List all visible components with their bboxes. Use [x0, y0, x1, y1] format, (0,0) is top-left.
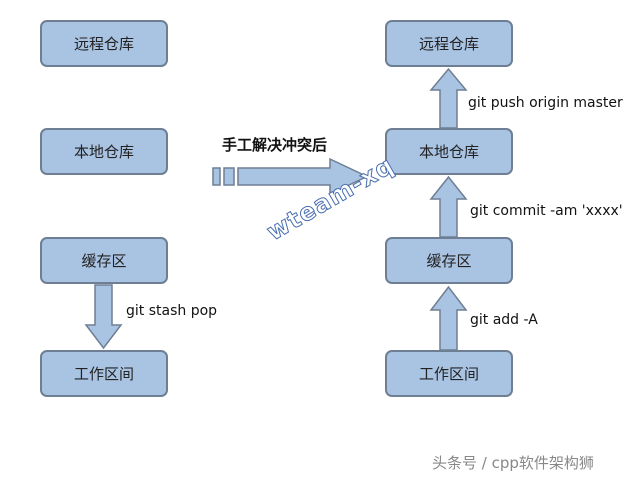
left-workspace-box: 工作区间 — [40, 350, 168, 397]
push-label: git push origin master — [468, 95, 623, 111]
right-remote-repo-box: 远程仓库 — [385, 20, 513, 67]
commit-label: git commit -am 'xxxx' — [470, 203, 623, 219]
arrow-tail-block-1 — [212, 167, 221, 186]
left-staging-box: 缓存区 — [40, 237, 168, 284]
arrow-add — [429, 285, 468, 351]
arrow-stash-pop — [84, 284, 123, 350]
right-local-repo-box: 本地仓库 — [385, 128, 513, 175]
right-staging-box: 缓存区 — [385, 237, 513, 284]
add-label: git add -A — [470, 312, 538, 328]
left-remote-repo-box: 远程仓库 — [40, 20, 168, 67]
left-local-repo-box: 本地仓库 — [40, 128, 168, 175]
arrow-tail-block-2 — [223, 167, 235, 186]
arrow-commit — [429, 175, 468, 238]
arrow-push — [429, 67, 468, 129]
right-workspace-box: 工作区间 — [385, 350, 513, 397]
arrow-resolve — [237, 157, 369, 196]
stash-pop-label: git stash pop — [126, 303, 218, 319]
resolve-label: 手工解决冲突后 — [222, 136, 328, 154]
footer-credit: 头条号 / cpp软件架构狮 — [432, 454, 594, 472]
